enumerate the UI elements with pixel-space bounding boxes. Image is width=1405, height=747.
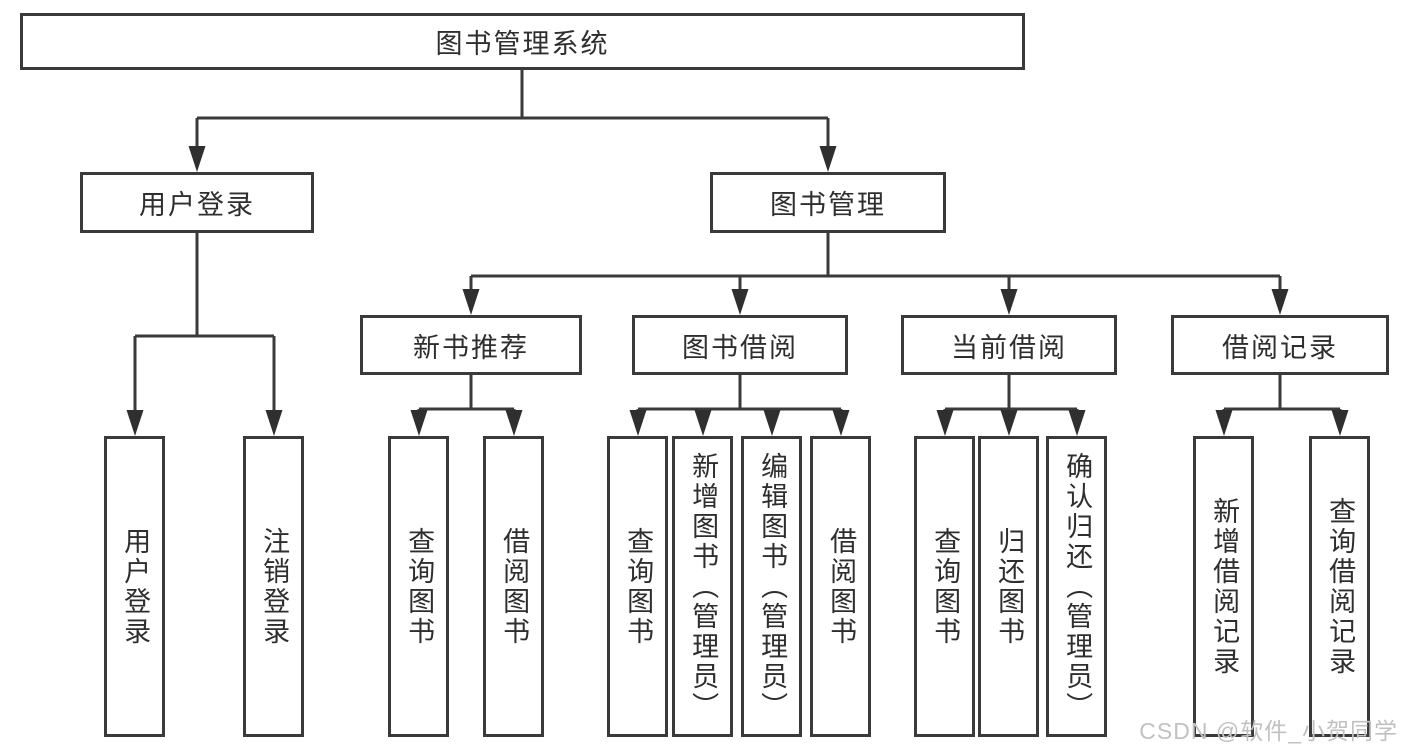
node-label: 图书管理系统 — [435, 29, 610, 59]
node-label: 当前借阅 — [951, 332, 1067, 363]
leaf-add-book-admin: 新增图书（管理员） — [672, 436, 733, 737]
connector-book-management-to-level3 — [469, 233, 1282, 290]
connector-user-login-to-leaves — [133, 233, 276, 411]
arrowhead-down-icon — [126, 410, 144, 436]
node-book-management: 图书管理 — [710, 172, 946, 233]
connector-borrowing-records-to-leaves — [1222, 375, 1342, 411]
arrowhead-down-icon — [188, 146, 206, 172]
connector-new-book-to-leaves — [417, 375, 516, 411]
arrowhead-down-icon — [410, 410, 428, 436]
arrowhead-down-icon — [731, 289, 749, 315]
node-label: 借阅记录 — [1222, 332, 1338, 363]
csdn-watermark: CSDN @软件_小贺同学 — [1139, 718, 1398, 744]
arrowhead-down-icon — [1000, 289, 1018, 315]
leaf-user-login: 用户登录 — [104, 436, 165, 737]
arrowhead-down-icon — [1271, 289, 1289, 315]
connector-current-borrowing-to-leaves — [943, 375, 1079, 411]
connector-root-to-level2 — [195, 70, 830, 147]
leaf-logout: 注销登录 — [243, 436, 304, 737]
connector-book-borrowing-to-leaves — [636, 375, 843, 411]
arrowhead-down-icon — [936, 410, 954, 436]
node-label: 新增图书（管理员） — [688, 451, 719, 722]
node-label: 查询借阅记录 — [1325, 496, 1356, 677]
node-label: 编辑图书（管理员） — [757, 451, 788, 722]
leaf-confirm-return-admin: 确认归还（管理员） — [1046, 436, 1107, 737]
arrowhead-down-icon — [819, 146, 837, 172]
node-user-login: 用户登录 — [80, 172, 314, 233]
node-label: 图书借阅 — [682, 332, 798, 363]
arrowhead-down-icon — [1215, 410, 1233, 436]
leaf-borrow-books-recommend: 借阅图书 — [483, 436, 544, 737]
node-label: 借阅图书 — [499, 526, 530, 647]
arrowhead-down-icon — [629, 410, 647, 436]
node-new-book-recommend: 新书推荐 — [360, 315, 582, 375]
leaf-return-books: 归还图书 — [978, 436, 1039, 737]
arrowhead-down-icon — [505, 410, 523, 436]
leaf-query-books-borrowing: 查询图书 — [607, 436, 668, 737]
arrowhead-down-icon — [832, 410, 850, 436]
node-label: 确认归还（管理员） — [1062, 451, 1093, 722]
leaf-edit-book-admin: 编辑图书（管理员） — [741, 436, 802, 737]
arrowhead-down-icon — [763, 410, 781, 436]
leaf-add-borrow-record: 新增借阅记录 — [1193, 436, 1254, 737]
leaf-query-books-current: 查询图书 — [914, 436, 975, 737]
arrowhead-down-icon — [265, 410, 283, 436]
arrowhead-down-icon — [462, 289, 480, 315]
leaf-query-borrow-record: 查询借阅记录 — [1309, 436, 1370, 737]
leaf-borrow-books-borrowing: 借阅图书 — [810, 436, 871, 737]
node-label: 借阅图书 — [826, 526, 857, 647]
arrowhead-down-icon — [1068, 410, 1086, 436]
leaf-query-books-recommend: 查询图书 — [388, 436, 449, 737]
node-label: 查询图书 — [930, 526, 961, 647]
node-label: 图书管理 — [770, 190, 886, 220]
arrowhead-down-icon — [694, 410, 712, 436]
node-label: 查询图书 — [404, 526, 435, 647]
arrowhead-down-icon — [1000, 410, 1018, 436]
node-borrowing-records: 借阅记录 — [1171, 315, 1389, 375]
node-label: 新增借阅记录 — [1209, 496, 1240, 677]
node-label: 注销登录 — [259, 526, 290, 647]
node-label: 归还图书 — [994, 526, 1025, 647]
node-label: 新书推荐 — [413, 332, 529, 363]
node-label: 查询图书 — [623, 526, 654, 647]
node-current-borrowing: 当前借阅 — [901, 315, 1117, 375]
node-root-system: 图书管理系统 — [20, 13, 1025, 70]
node-label: 用户登录 — [120, 526, 151, 647]
arrowhead-down-icon — [1331, 410, 1349, 436]
node-book-borrowing: 图书借阅 — [632, 315, 848, 375]
node-label: 用户登录 — [139, 190, 255, 220]
